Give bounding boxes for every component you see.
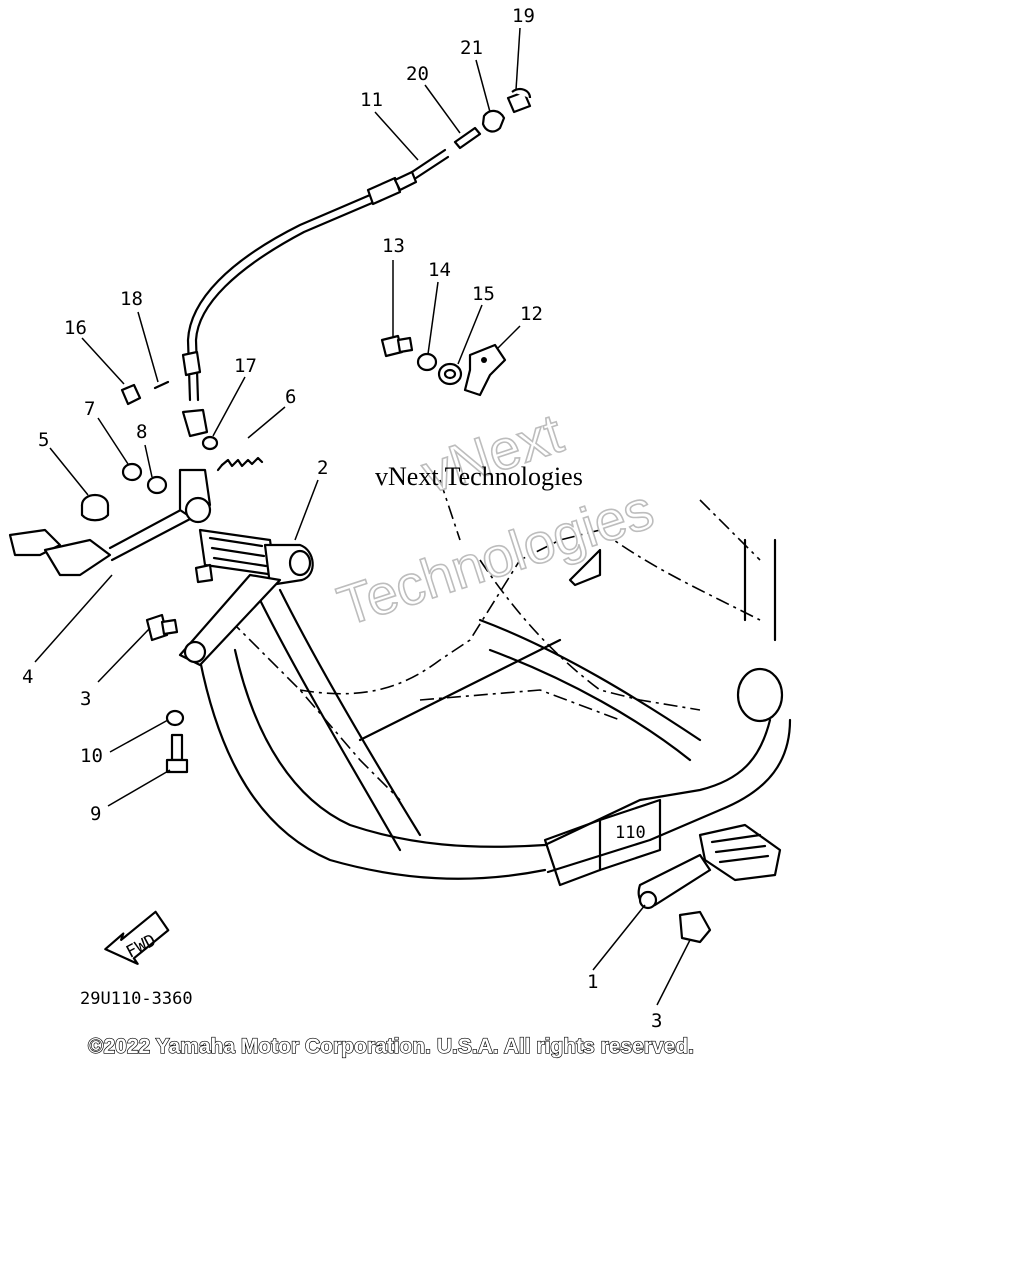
callout-1: 1	[587, 971, 598, 993]
part-19-pin	[506, 88, 532, 114]
part-21-nut	[481, 109, 506, 133]
part-12-bracket	[463, 343, 507, 397]
part-1-footrest	[637, 823, 782, 910]
leader-lines	[34, 27, 691, 1006]
part-20-spring	[453, 126, 482, 150]
svg-text:110: 110	[615, 823, 646, 843]
part-5-cap	[80, 493, 110, 522]
callout-3-left: 3	[80, 688, 91, 710]
part-13-bolt	[380, 334, 414, 358]
callout-4: 4	[22, 666, 33, 688]
callout-11: 11	[360, 89, 383, 111]
callout-18: 18	[120, 288, 143, 310]
callout-3-right: 3	[651, 1010, 662, 1032]
part-8-washer	[146, 475, 168, 495]
callout-17: 17	[234, 355, 257, 377]
callout-8: 8	[136, 421, 147, 443]
part-2-footrest-bracket	[178, 528, 314, 667]
part-18-cotter-pin	[153, 380, 170, 390]
watermark-inline: vNext Technologies	[375, 462, 583, 491]
part-3-bolt-right	[678, 910, 712, 944]
part-17-clip	[201, 435, 219, 451]
callout-9: 9	[90, 803, 101, 825]
callout-21: 21	[460, 37, 483, 59]
callout-16: 16	[64, 317, 87, 339]
watermark: vNext Technologies vNext Technologies	[329, 400, 661, 638]
watermark-line2: Technologies	[330, 477, 660, 638]
copyright-notice: ©2022 Yamaha Motor Corporation. U.S.A. A…	[88, 1035, 694, 1058]
part-15-nut	[437, 362, 463, 386]
part-3-bolt-left	[145, 613, 179, 642]
callout-14: 14	[428, 259, 451, 281]
callout-20: 20	[406, 63, 429, 85]
part-7-nut	[121, 462, 143, 482]
callout-5: 5	[38, 429, 49, 451]
callout-10: 10	[80, 745, 103, 767]
fwd-arrow: FWD	[104, 910, 170, 965]
part-9-bolt	[165, 733, 189, 774]
frame-tubes: 110	[198, 538, 792, 887]
part-6-spring	[216, 456, 264, 472]
callout-6: 6	[285, 386, 296, 408]
part-16-pin	[120, 383, 142, 406]
diagram-part-code: 29U110-3360	[80, 989, 193, 1009]
callout-15: 15	[472, 283, 495, 305]
callout-7: 7	[84, 398, 95, 420]
callout-12: 12	[520, 303, 543, 325]
brake-cable	[181, 148, 450, 438]
part-10-nut	[165, 709, 185, 727]
part-14-washer	[416, 352, 438, 372]
callout-19: 19	[512, 5, 535, 27]
callout-2: 2	[317, 457, 328, 479]
part-4-brake-pedal	[8, 468, 212, 577]
callout-13: 13	[382, 235, 405, 257]
callout-labels: 19 21 20 11 13 14 15 12 18 16 17 6 7 8 5…	[22, 5, 662, 1032]
